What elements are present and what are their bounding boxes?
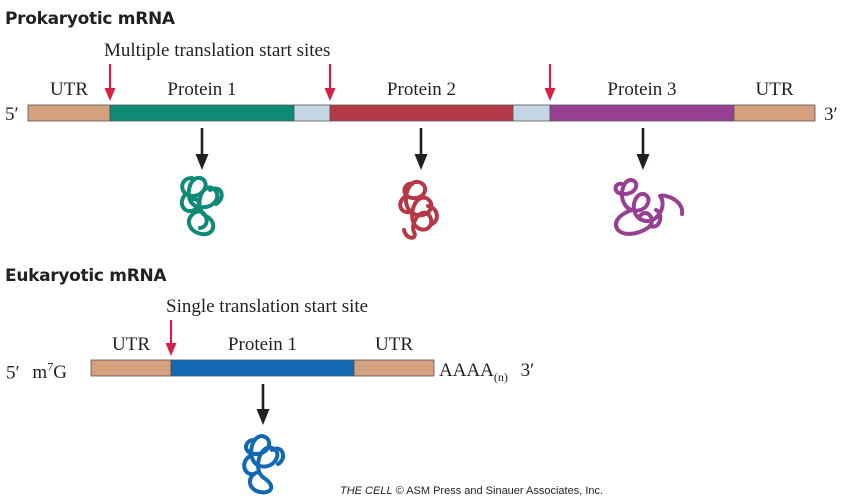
protein-2-squiggle [398,180,439,240]
euk-utr-3-label: UTR [375,334,413,355]
down-arrow-protein-3 [636,128,650,170]
prok-spacer-2-segment [512,104,551,122]
prok-protein-1-label: Protein 1 [167,79,237,100]
prok-utr-3-label: UTR [755,79,794,100]
prok-protein-2-segment [329,104,514,122]
prok-protein-3-label: Protein 3 [607,79,677,100]
start-arrow-2 [324,64,336,101]
prok-five-prime-label: 5′ [5,104,19,125]
prok-utr-5-segment [27,104,111,122]
prokaryotic-title: Prokaryotic mRNA [5,9,175,29]
start-arrow-1 [104,64,116,101]
euk-utr-3-segment [353,359,435,377]
protein-1-squiggle [179,176,224,237]
down-arrow-protein-2 [414,128,428,170]
prok-protein-3-segment [549,104,735,122]
euk-five-prime-label: 5′ m7G [6,360,67,384]
eukaryotic-mrna-bar [90,359,435,377]
prok-start-arrows [104,64,556,101]
euk-three-prime: 3′ [520,360,535,381]
euk-five-prime: 5′ [6,362,20,384]
prokaryotic-mrna-bar [27,104,816,122]
eukaryotic-title: Eukaryotic mRNA [5,266,167,286]
prok-utr-3-segment [733,104,816,122]
down-arrow-protein-1 [195,128,209,170]
prok-utr-5-label: UTR [50,79,88,100]
prok-protein-2-label: Protein 2 [386,79,457,100]
start-site-label: Single translation start site [166,296,369,317]
euk-utr-5-segment [90,359,172,377]
polya-label: AAAA(n) 3′ [439,360,535,384]
start-sites-label: Multiple translation start sites [104,40,331,61]
down-arrow-euk-protein-1 [256,384,270,425]
prok-spacer-1-segment [293,104,331,122]
prok-three-prime-label: 3′ [824,104,838,125]
euk-utr-5-label: UTR [112,334,150,355]
euk-protein-1-squiggle [242,434,286,495]
cap-label: m7G [32,360,67,384]
image-credit: THE CELL © ASM Press and Sinauer Associa… [340,485,604,497]
start-arrow-3 [544,64,556,101]
prok-down-arrows [195,128,650,170]
protein-3-squiggle [613,178,685,236]
euk-protein-1-segment [170,359,355,377]
euk-protein-1-label: Protein 1 [227,334,298,355]
euk-start-arrow [165,320,177,356]
prok-protein-1-segment [109,104,295,122]
